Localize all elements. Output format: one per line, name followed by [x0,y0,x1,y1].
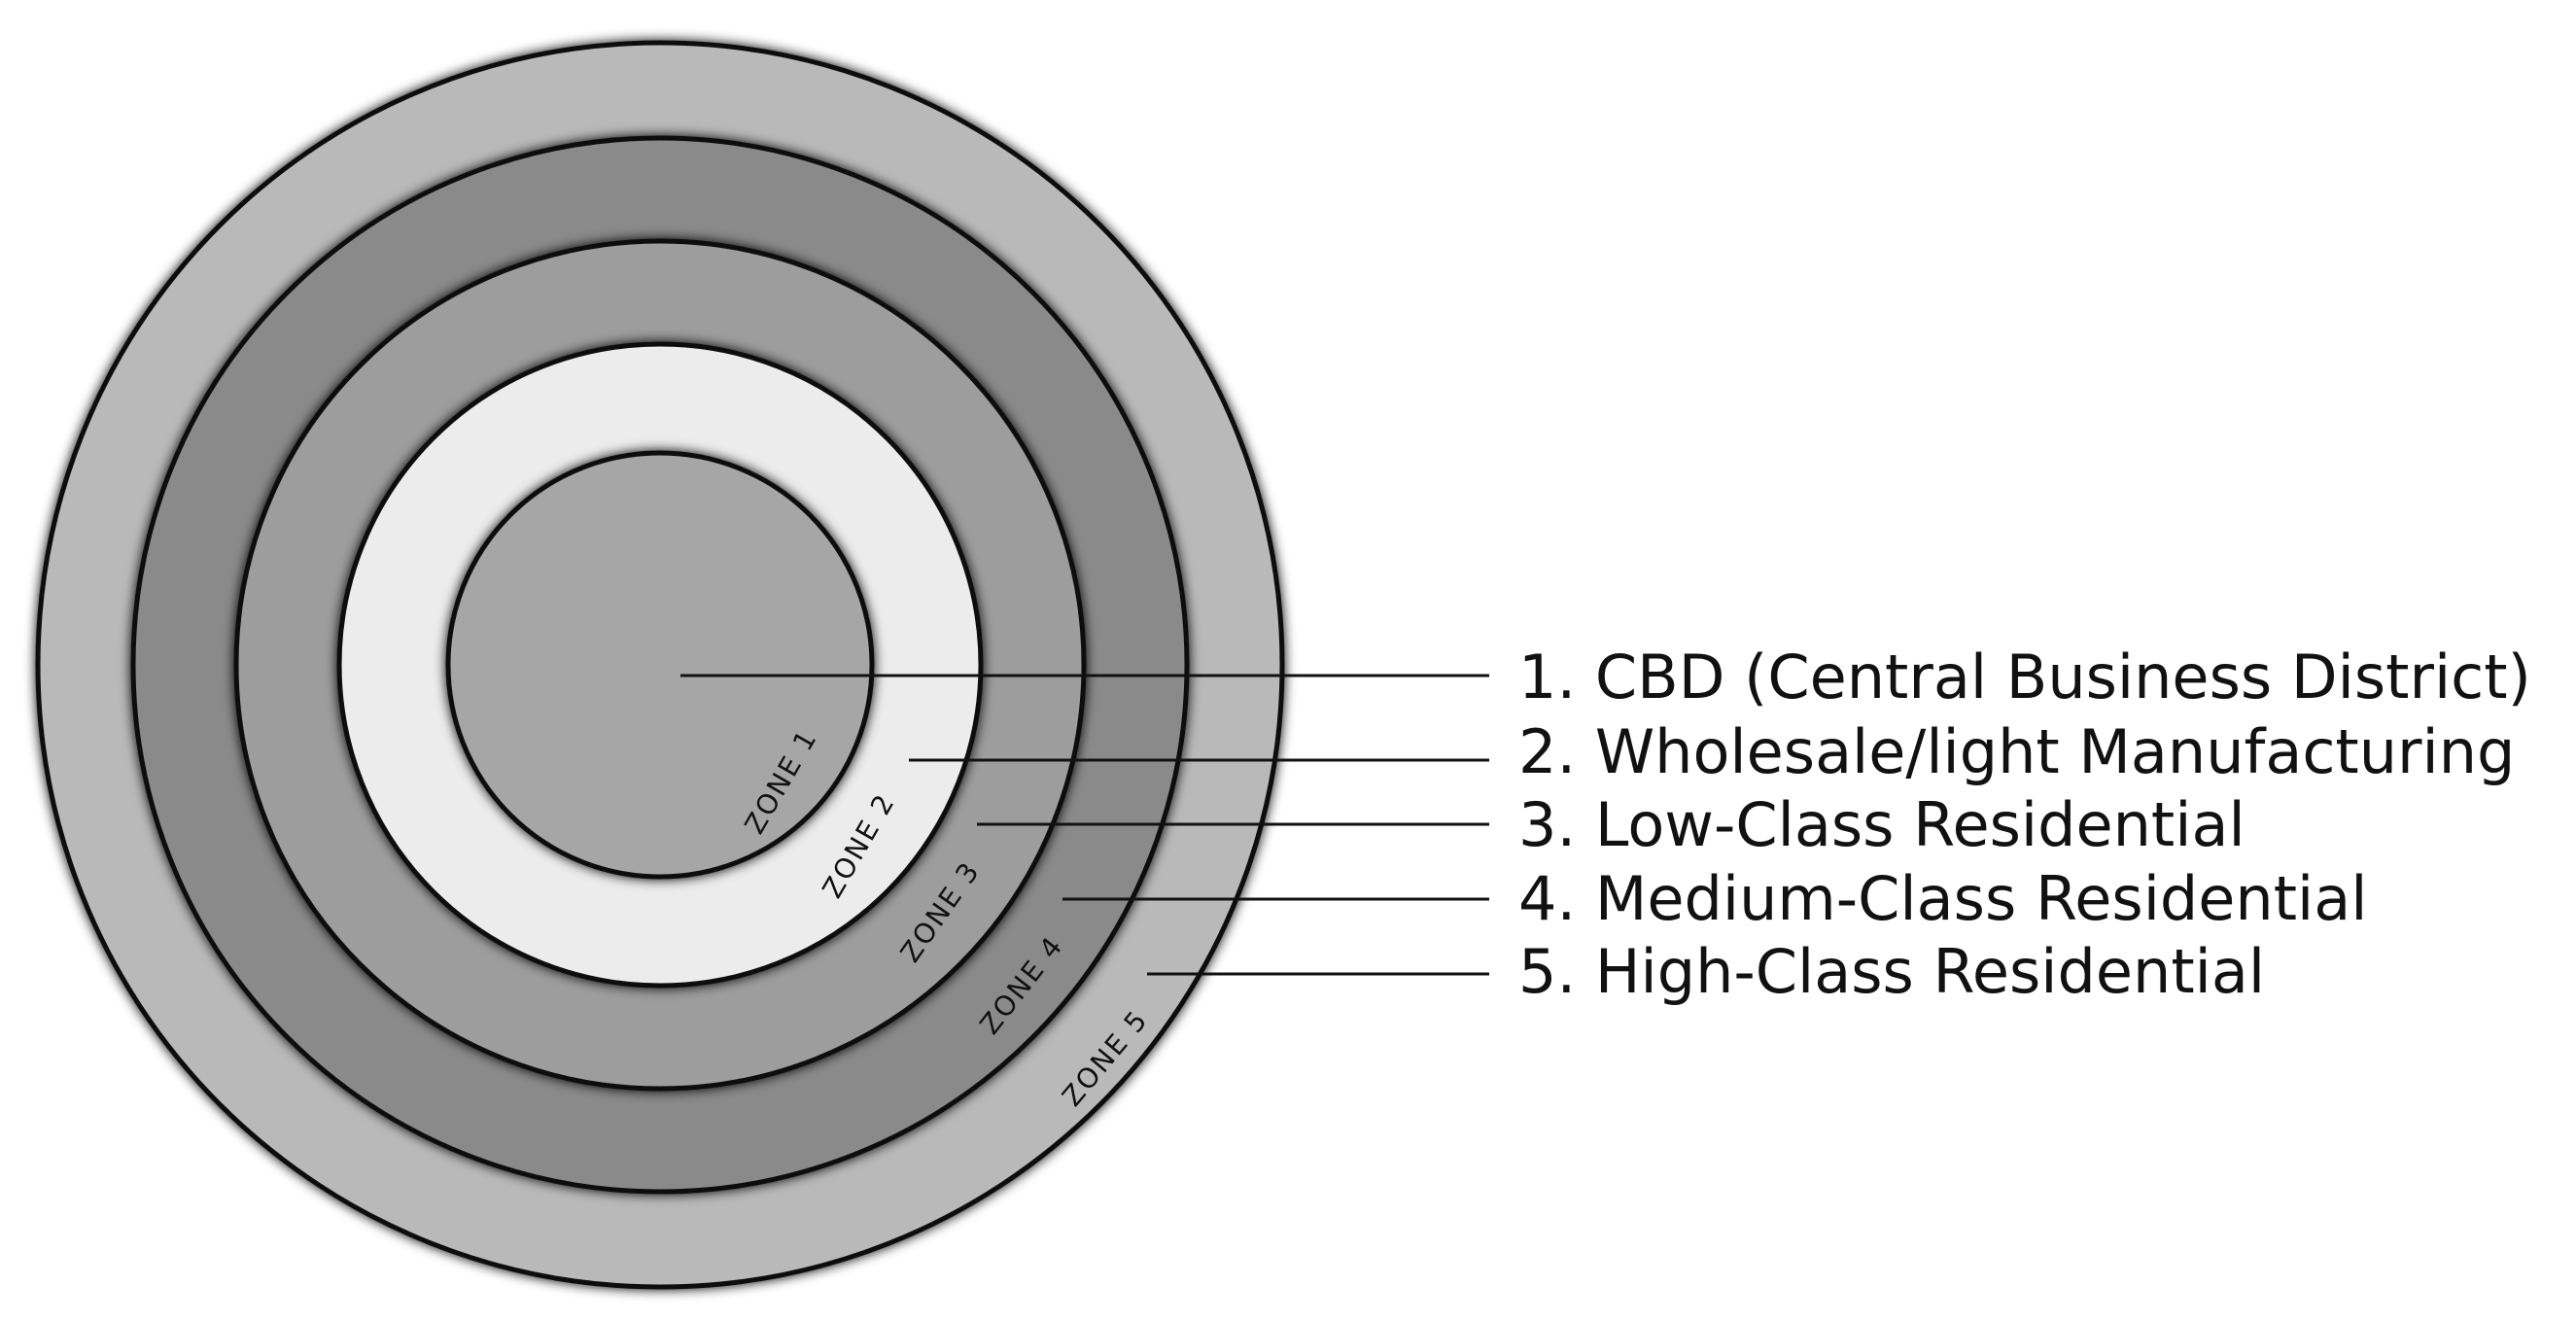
leader-lines [680,674,1489,976]
zone-1-label: 1. CBD (Central Business District) [1518,642,2531,712]
zone-1-ring [445,450,875,880]
zone-legend: 1. CBD (Central Business District) 2. Wh… [1518,642,2531,1007]
zone-3-label: 3. Low-Class Residential [1518,789,2245,860]
zone-5-label: 5. High-Class Residential [1518,936,2265,1007]
zone-rings [35,40,1285,1290]
zone-4-label: 4. Medium-Class Residential [1518,863,2367,934]
zone-2-label: 2. Wholesale/light Manufacturing [1518,716,2515,787]
